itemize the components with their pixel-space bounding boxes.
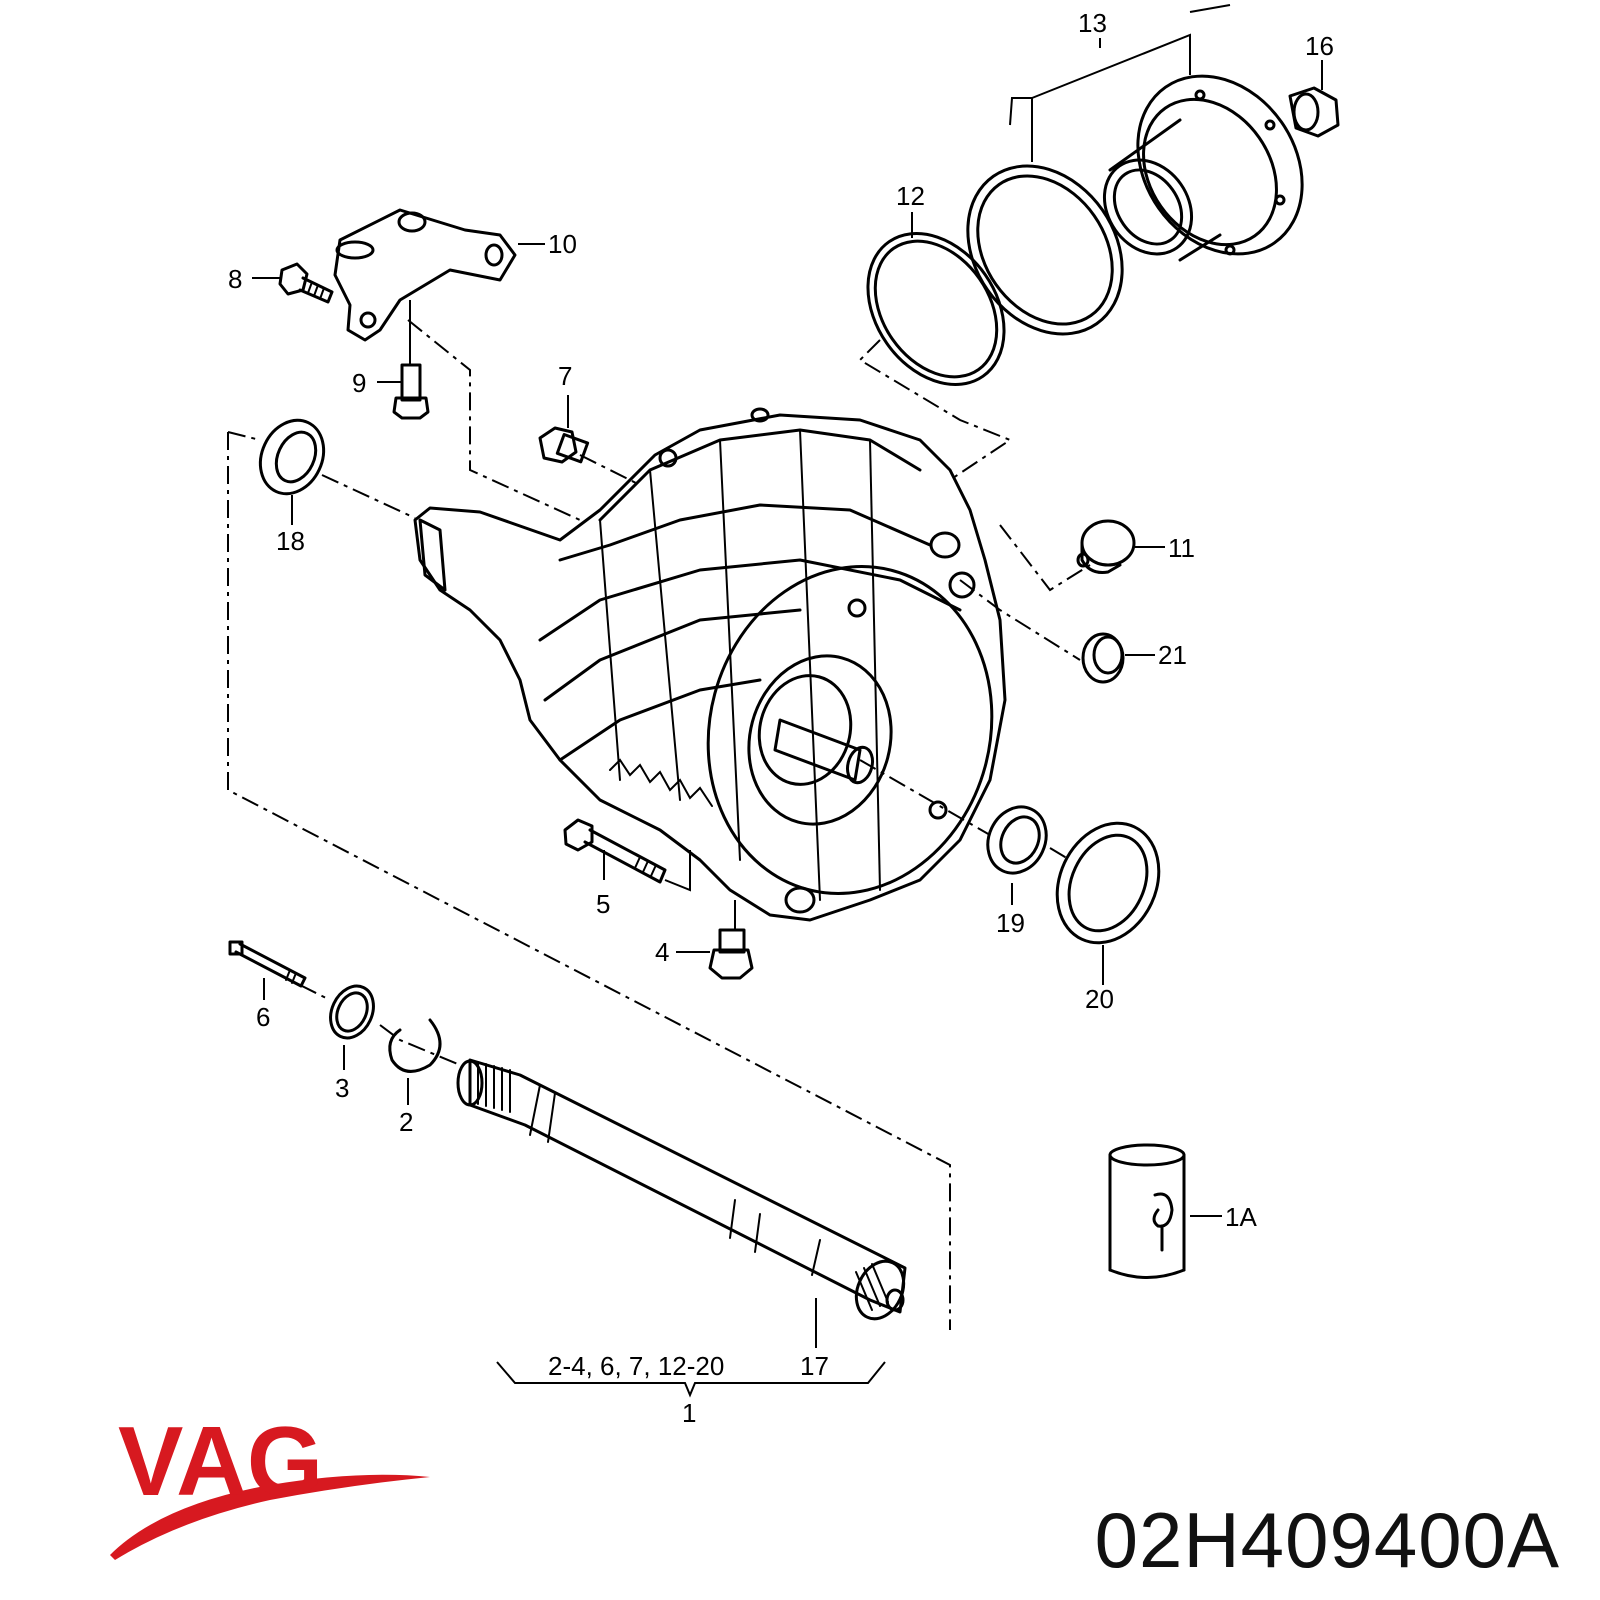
bolt-part-5 xyxy=(563,818,691,892)
callout-labels: 13 16 12 10 8 9 7 18 11 21 19 5 4 20 6 3… xyxy=(228,8,1334,1428)
part-number: 02H409400A xyxy=(1094,1496,1560,1584)
callout-group-range: 2-4, 6, 7, 12-20 xyxy=(548,1351,724,1381)
callout-19: 19 xyxy=(996,908,1025,938)
plug-part-21 xyxy=(1081,632,1125,684)
circlip-part-2 xyxy=(388,1018,442,1073)
callout-17: 17 xyxy=(800,1351,829,1381)
logo-swoosh xyxy=(110,1474,430,1560)
callout-20: 20 xyxy=(1085,984,1114,1014)
gasket-part-13 xyxy=(966,164,1124,336)
bolt-part-9 xyxy=(392,363,430,420)
callout-13: 13 xyxy=(1078,8,1107,38)
plug-part-4 xyxy=(708,928,754,980)
shaft-part-17 xyxy=(456,1058,907,1321)
seal-part-20 xyxy=(1055,821,1161,945)
callout-18: 18 xyxy=(276,526,305,556)
flange-part-13 xyxy=(1102,74,1304,262)
callout-12: 12 xyxy=(896,181,925,211)
callout-4: 4 xyxy=(655,937,669,967)
callout-3: 3 xyxy=(335,1073,349,1103)
callout-16: 16 xyxy=(1305,31,1334,61)
callout-1: 1 xyxy=(682,1398,696,1428)
callout-10: 10 xyxy=(548,229,577,259)
callout-7: 7 xyxy=(558,361,572,391)
callout-5: 5 xyxy=(596,889,610,919)
nut-part-16 xyxy=(1288,86,1340,138)
leader-lines xyxy=(252,4,1323,1398)
vag-logo: VAG xyxy=(110,1415,430,1560)
bracket-part-10 xyxy=(333,208,517,342)
washer-part-3 xyxy=(329,984,375,1040)
callout-9: 9 xyxy=(352,368,366,398)
bolt-part-6 xyxy=(228,940,307,988)
callout-21: 21 xyxy=(1158,640,1187,670)
callout-6: 6 xyxy=(256,1002,270,1032)
bolt-part-8 xyxy=(278,262,334,304)
callout-1A: 1A xyxy=(1225,1202,1257,1232)
seal-part-18 xyxy=(258,418,326,496)
logo-wordmark: VAG xyxy=(118,1415,323,1516)
callout-8: 8 xyxy=(228,264,242,294)
gearbox-housing xyxy=(413,407,1007,922)
callout-11: 11 xyxy=(1168,533,1195,563)
seal-part-19 xyxy=(986,805,1048,875)
plug-part-7 xyxy=(538,426,590,464)
callout-2: 2 xyxy=(399,1107,413,1137)
oil-can-part-1A xyxy=(1108,1143,1186,1279)
assembly-boundary-lines xyxy=(227,319,1091,1330)
cap-part-11 xyxy=(1076,519,1136,574)
